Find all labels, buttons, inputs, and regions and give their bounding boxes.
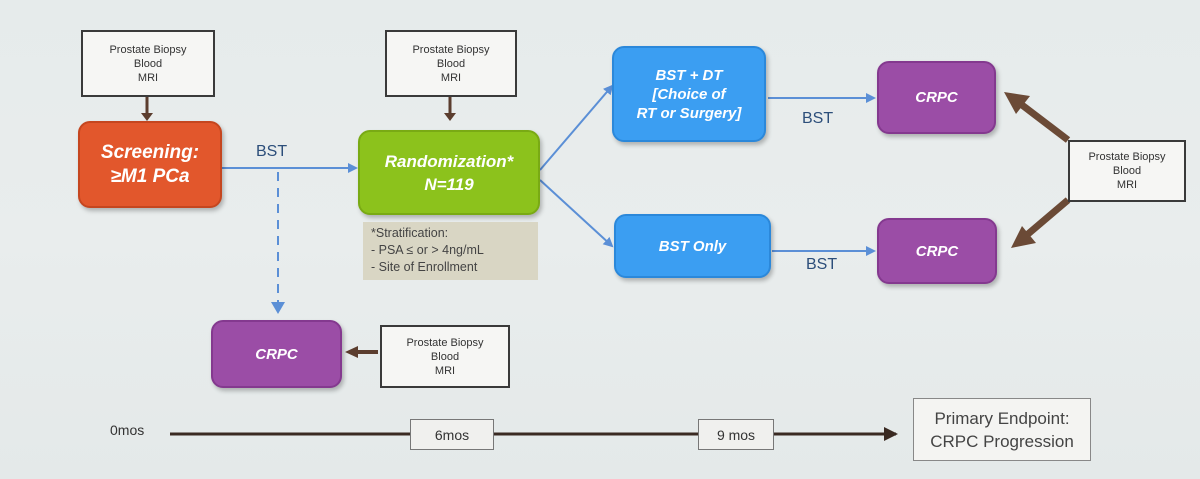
crpc-node-top: CRPC <box>877 61 996 134</box>
test-down-arrow-left <box>141 97 153 121</box>
arm-bst-only: BST Only <box>614 214 771 278</box>
arrow-to-bst-only-arm <box>539 179 614 248</box>
crpc-node-left: CRPC <box>211 320 342 388</box>
brown-arrow-to-crpc-left <box>345 346 378 358</box>
test-box-randomization: Prostate Biopsy Blood MRI <box>385 30 517 97</box>
randomization-line2: N=119 <box>424 174 474 194</box>
randomization-node: Randomization* N=119 <box>358 130 540 215</box>
test-box-crpc-right: Prostate Biopsy Blood MRI <box>1068 140 1186 202</box>
bst-label-bst-only-arm: BST <box>806 256 838 273</box>
dashed-arrow-head <box>271 302 285 314</box>
screening-node: Screening: ≥M1 PCa <box>78 121 222 208</box>
stratification-title: *Stratification: <box>371 226 449 240</box>
test-line: Blood <box>436 57 466 70</box>
timeline-mark-6mos: 6mos <box>410 419 494 450</box>
arm-bst-dt: BST + DT [Choice of RT or Surgery] <box>612 46 766 142</box>
arm-bst-only-label: BST Only <box>658 237 727 255</box>
stratification-note: *Stratification: - PSA ≤ or > 4ng/mL - S… <box>363 222 538 280</box>
test-line: MRI <box>434 364 456 377</box>
test-line: Blood <box>133 57 163 70</box>
test-line: Blood <box>1112 165 1142 177</box>
test-line: Blood <box>430 350 460 363</box>
crpc-label: CRPC <box>915 89 958 106</box>
crpc-label: CRPC <box>255 345 298 363</box>
timeline-mark-9mos: 9 mos <box>698 419 774 450</box>
randomization-line1: Randomization* <box>384 151 514 171</box>
test-line: MRI <box>1116 179 1138 191</box>
bst-label-dt-arm: BST <box>802 110 834 127</box>
endpoint-line2: CRPC Progression <box>930 431 1074 451</box>
brown-arrow-to-crpc-bottom <box>1011 197 1071 248</box>
test-box-screening: Prostate Biopsy Blood MRI <box>81 30 215 97</box>
test-line: MRI <box>137 71 159 84</box>
primary-endpoint-box: Primary Endpoint: CRPC Progression <box>913 398 1091 461</box>
test-line: Prostate Biopsy <box>406 336 484 349</box>
stratification-item: - PSA ≤ or > 4ng/mL <box>371 243 484 257</box>
stratification-item: - Site of Enrollment <box>371 260 478 274</box>
timeline-start-label: 0mos <box>110 422 145 438</box>
crpc-node-bottom: CRPC <box>877 218 997 284</box>
arm-dt-line: BST + DT <box>655 66 723 84</box>
test-line: Prostate Biopsy <box>109 43 187 56</box>
endpoint-line1: Primary Endpoint: <box>934 408 1070 428</box>
test-down-arrow-middle <box>444 97 456 121</box>
test-line: MRI <box>440 71 462 84</box>
test-line: Prostate Biopsy <box>412 43 490 56</box>
bst-label-screening: BST <box>256 143 288 160</box>
test-box-crpc-left: Prostate Biopsy Blood MRI <box>380 325 510 388</box>
arm-dt-line: [Choice of <box>652 85 726 103</box>
arrow-to-dt-arm <box>539 84 614 171</box>
crpc-label: CRPC <box>915 242 959 260</box>
screening-line2: ≥M1 PCa <box>110 165 190 187</box>
brown-arrow-to-crpc-top <box>1004 92 1071 143</box>
test-line: Prostate Biopsy <box>1088 151 1166 163</box>
arm-dt-line: RT or Surgery] <box>636 104 742 122</box>
screening-line1: Screening: <box>100 141 200 163</box>
